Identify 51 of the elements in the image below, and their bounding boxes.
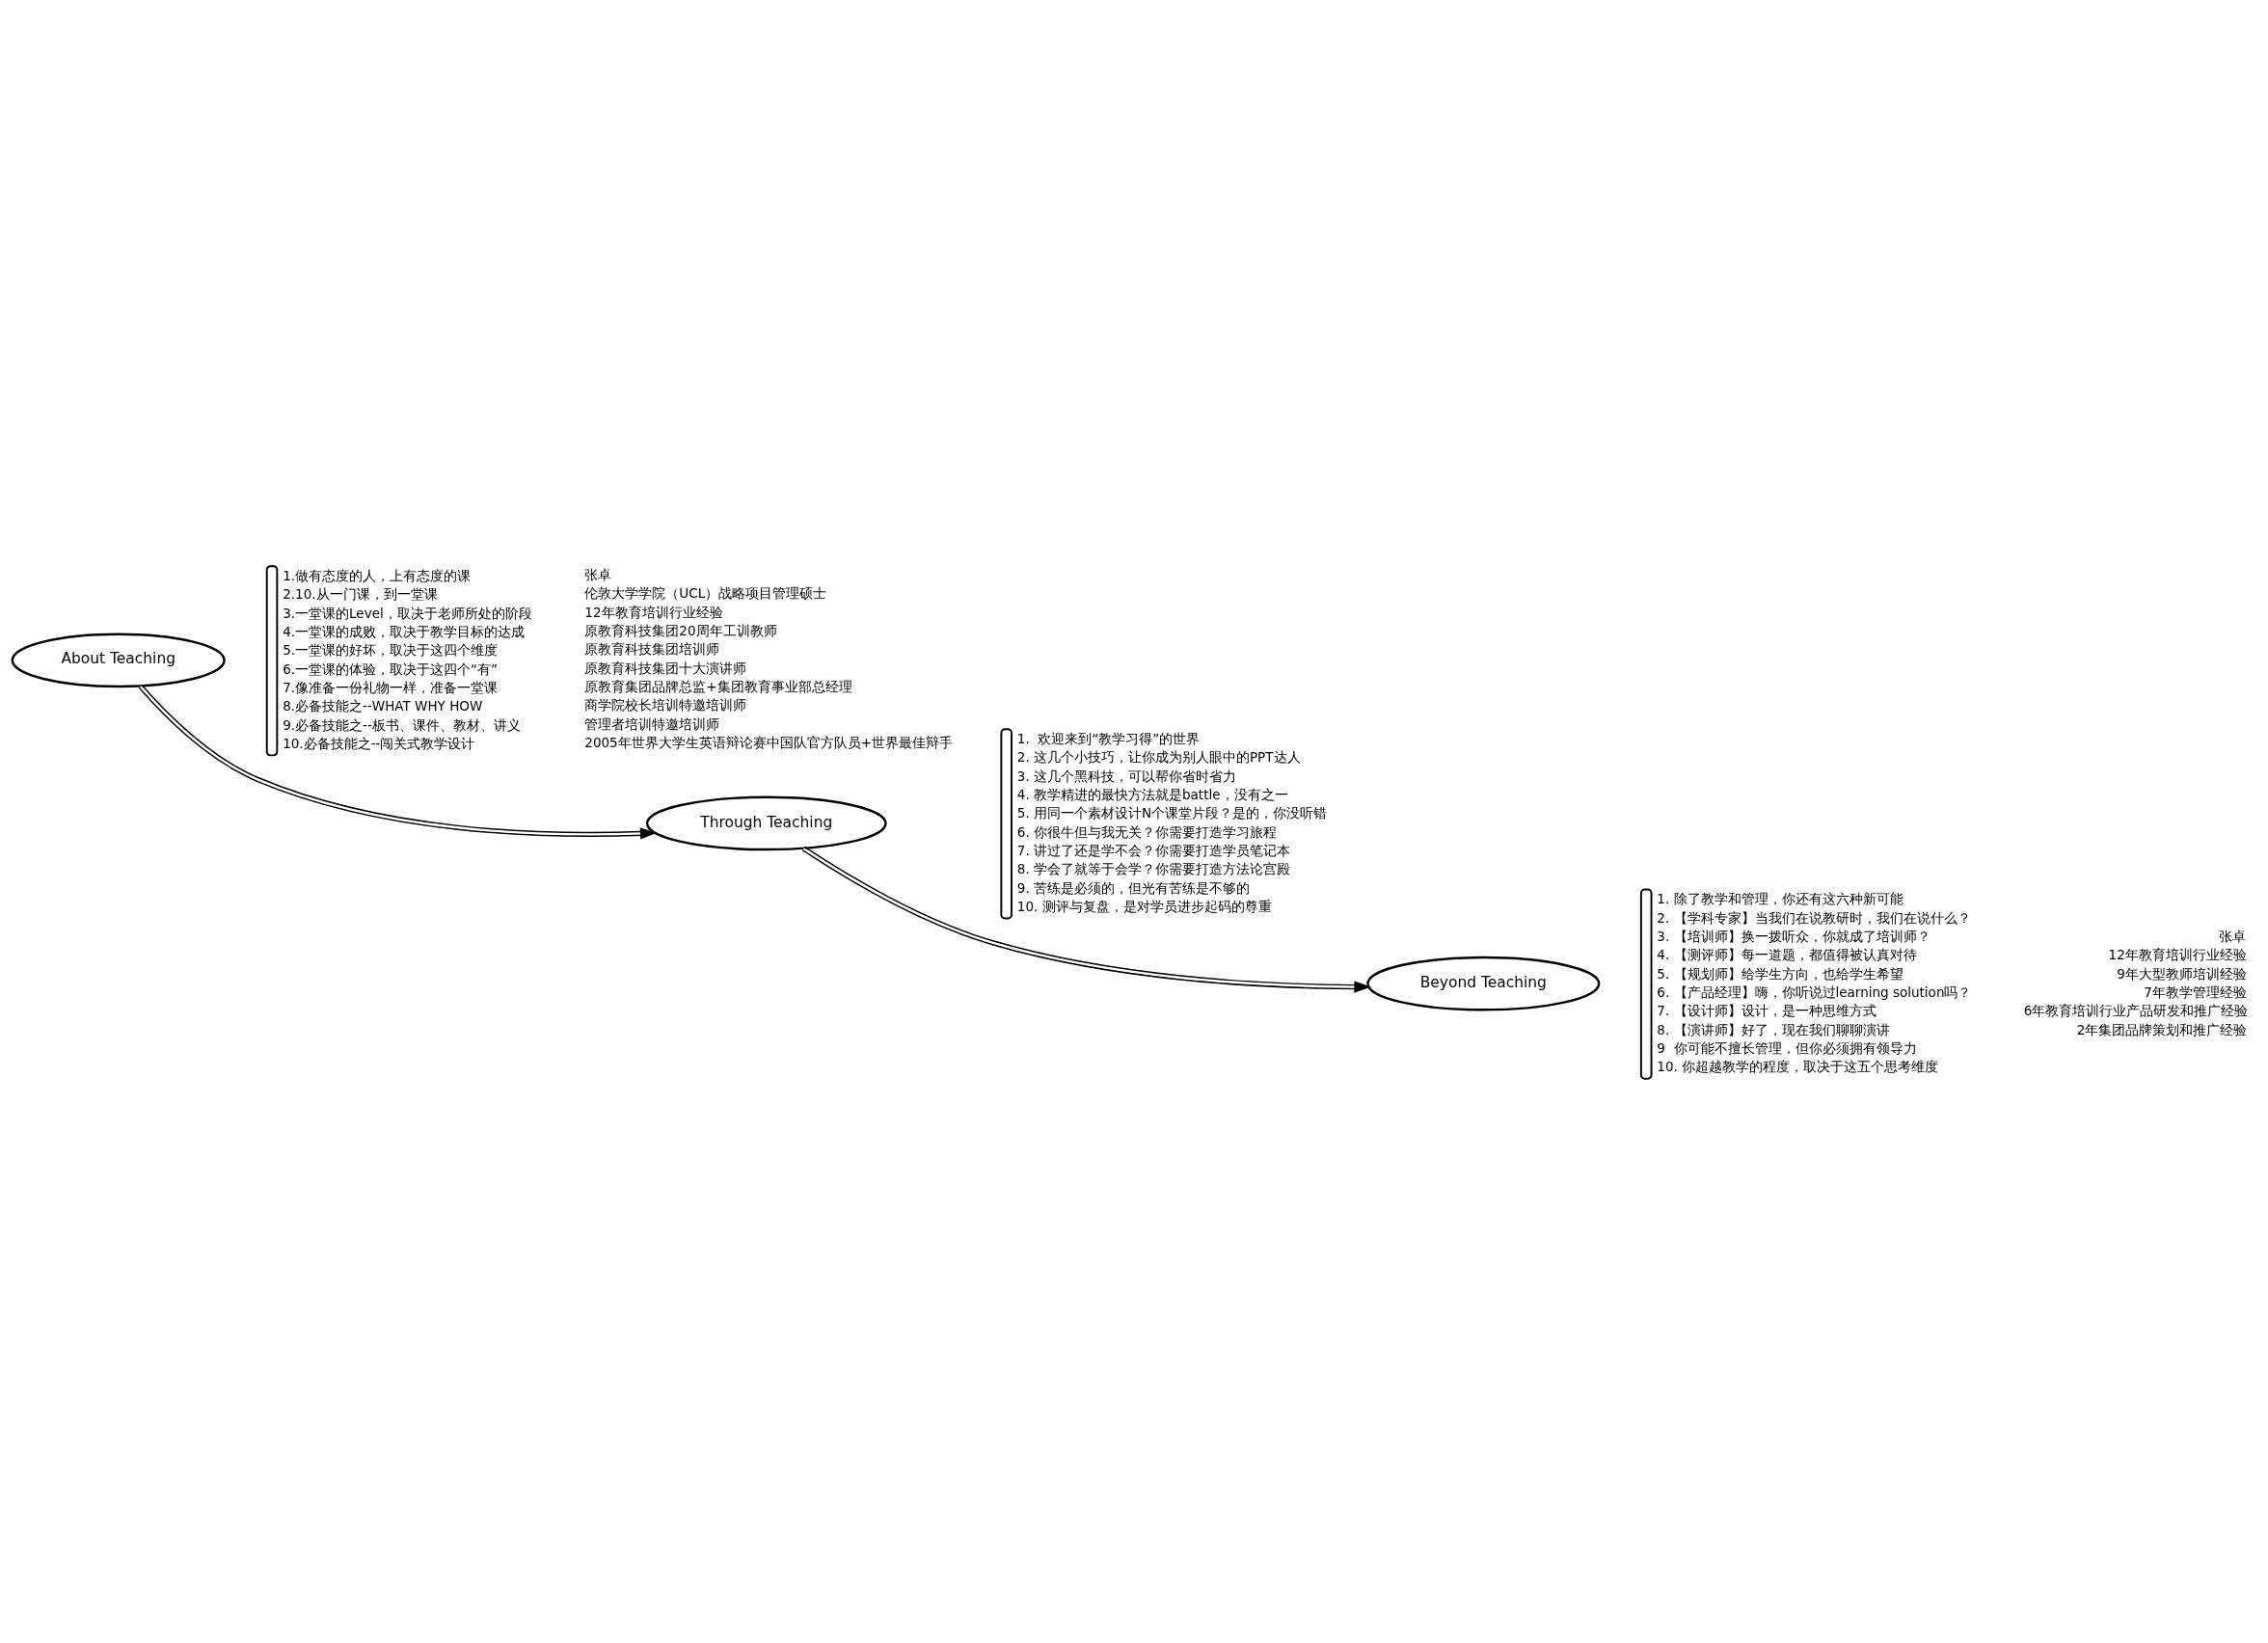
node-label: 1.做有态度的人，上有态度的课 (283, 567, 472, 583)
label: 原教育集团品牌总监+集团教育事业部总经理 (584, 678, 852, 694)
label: 6年教育培训行业产品研发和推广经验 (2023, 1002, 2249, 1018)
node-ellipse: Through Teaching (645, 795, 887, 850)
node-label: 3.一堂课的Level，取决于老师所处的阶段 (283, 605, 532, 621)
label: 9年大型教师培训经验 (2117, 965, 2247, 982)
node-label: 2. 这几个小技巧，让你成为别人眼中的PPT达人 (1016, 748, 1301, 765)
node-label: 7. 【设计师】设计，是一种思维方式 (1657, 1002, 1876, 1018)
label: 商学院校长培训特邀培训师 (584, 696, 747, 713)
arrow (138, 684, 658, 840)
node-label: 10. 你超越教学的程度，取决于这五个思考维度 (1657, 1058, 1939, 1074)
node-label: 2. 【学科专家】当我们在说教研时，我们在说什么？ (1657, 909, 1971, 926)
node-label: 4. 教学精进的最快方法就是battle，没有之一 (1016, 786, 1288, 802)
node-label: 10.必备技能之--闯关式教学设计 (283, 735, 475, 751)
node-label: 5.一堂课的好坏，取决于这四个维度 (283, 641, 499, 658)
node-label: 1. 除了教学和管理，你还有这六种新可能 (1657, 890, 1904, 906)
node-label: 4. 【测评师】每一道题，都值得被认真对待 (1657, 946, 1917, 962)
label: 原教育科技集团十大演讲师 (584, 660, 747, 676)
node-label: 9. 苦练是必须的，但光有苦练是不够的 (1016, 879, 1250, 896)
node-label: 1. 欢迎来到“教学习得”的世界 (1016, 730, 1201, 746)
node-label: 6. 你很牛但与我无关？你需要打造学习旅程 (1016, 823, 1277, 840)
label: 7年教学管理经验 (2144, 983, 2247, 1000)
node-label: 5. 用同一个素材设计N个课堂片段？是的，你没听错 (1016, 804, 1328, 821)
node-label: 8. 学会了就等于会学？你需要打造方法论宫殿 (1016, 860, 1290, 876)
label: 张卓 (2218, 928, 2246, 944)
node-label: 6. 【产品经理】嗨，你听说过learning solution吗？ (1657, 983, 1972, 1000)
label: 2005年世界大学生英语辩论赛中国队官方队员+世界最佳辩手 (584, 734, 954, 750)
node-label: 2.10.从一门课，到一堂课 (283, 585, 438, 602)
node-label: 9 你可能不擅长管理，但你必须拥有领导力 (1657, 1039, 1917, 1056)
label: 2年集团品牌策划和推广经验 (2076, 1021, 2248, 1037)
node-label: 7. 讲过了还是学不会？你需要打造学员笔记本 (1016, 842, 1290, 858)
node-label: 7.像准备一份礼物一样，准备一堂课 (283, 679, 499, 695)
label: 12年教育培训行业经验 (584, 604, 723, 620)
node-label: 5. 【规划师】给学生方向，也给学生希望 (1657, 965, 1904, 982)
node-label: 8. 【演讲师】好了，现在我们聊聊演讲 (1657, 1021, 1890, 1037)
node-label: 10. 测评与复盘，是对学员进步起码的尊重 (1016, 898, 1272, 914)
label: 12年教育培训行业经验 (2108, 946, 2247, 962)
node-label: 3. 【培训师】换一拨听众，你就成了培训师？ (1657, 928, 1930, 944)
node-ellipse: Beyond Teaching (1366, 956, 1601, 1011)
label: 管理者培训特邀培训师 (584, 715, 720, 732)
label: 张卓 (584, 566, 612, 582)
label: 原教育科技集团培训师 (584, 640, 720, 657)
label: 原教育科技集团20周年工训教师 (584, 622, 777, 638)
node-label: 9.必备技能之--板书、课件、教材、讲义 (283, 716, 521, 733)
node-ellipse: About Teaching (11, 632, 226, 687)
node-label: 3. 这几个黑科技，可以帮你省时省力 (1016, 768, 1236, 784)
node-label: 6.一堂课的体验，取决于这四个“有” (283, 660, 499, 677)
node-label: 8.必备技能之--WHAT WHY HOW (283, 697, 483, 714)
label: 伦敦大学学院（UCL）战略项目管理硕士 (584, 584, 827, 601)
node-label: 4.一堂课的成败，取决于教学目标的达成 (283, 623, 526, 639)
arrow (801, 846, 1371, 993)
